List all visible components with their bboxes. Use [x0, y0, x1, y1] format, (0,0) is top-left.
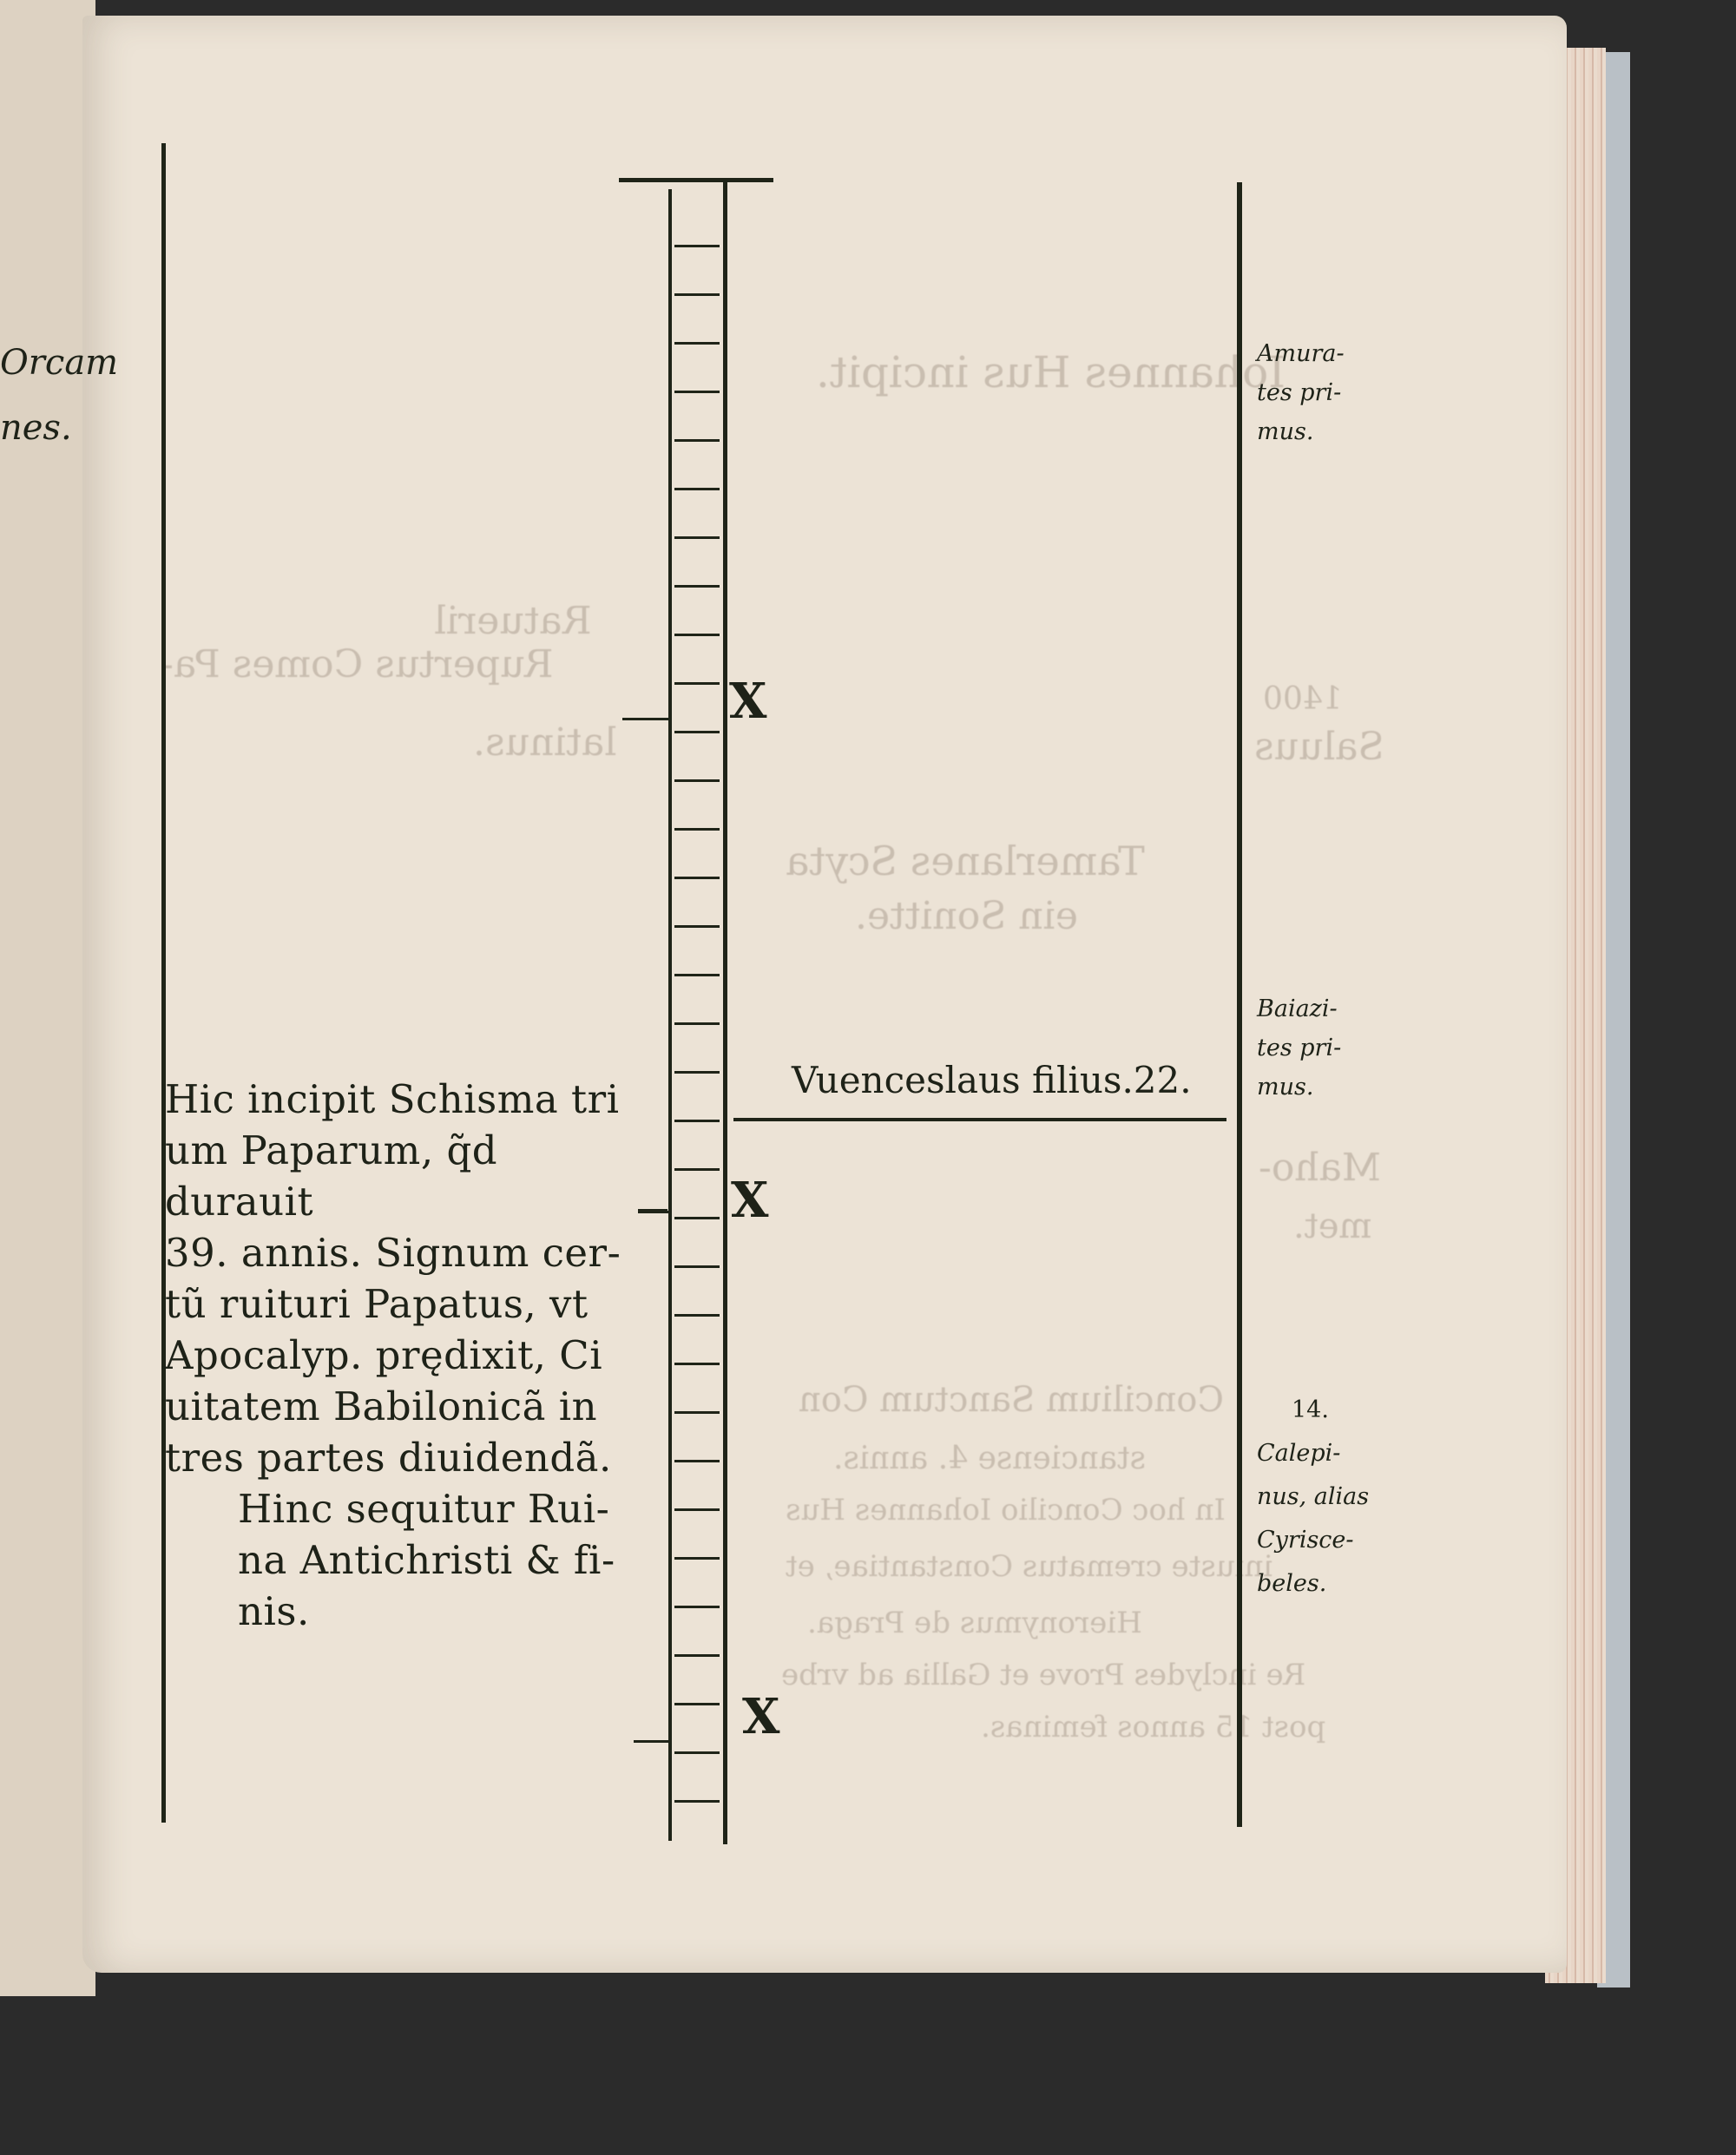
margin-line: Calepi-: [1257, 1440, 1341, 1467]
ladder-rung: [674, 634, 720, 636]
ladder-rung: [674, 682, 720, 685]
ladder-rung: [674, 245, 720, 247]
text-line: Hinc sequitur Rui-: [238, 1486, 610, 1532]
ghost-line: Rupertus Comes Pa-: [161, 642, 554, 687]
ladder-rung: [674, 1557, 720, 1560]
text-line: um Paparum, q̃d durauit: [165, 1127, 498, 1225]
tick-mark: [634, 1740, 668, 1743]
ladder-rung: [674, 391, 720, 393]
left-page-word-1: Orcam: [0, 343, 119, 383]
margin-note-baiazites: Baiazi- tes pri- mus.: [1257, 989, 1341, 1107]
ghost-line: Hieronymus de Praga.: [807, 1606, 1142, 1640]
ladder-rung: [674, 779, 720, 782]
ladder-rung: [674, 731, 720, 733]
ladder-rung: [674, 828, 720, 831]
text-line: tũ ruituri Papatus, vt: [165, 1281, 589, 1327]
ladder-rung: [674, 974, 720, 976]
margin-line: tes pri-: [1257, 1035, 1342, 1061]
text-line: Hic incipit Schisma tri: [165, 1076, 620, 1122]
ladder-rung: [674, 1411, 720, 1414]
connector-dash: [638, 1209, 667, 1212]
text-line: nis.: [238, 1588, 310, 1634]
ghost-line: iniuste crematus Constantiae, et: [786, 1549, 1273, 1584]
ladder-rung: [674, 293, 720, 296]
ladder-rung: [674, 1071, 720, 1074]
ghost-line: met.: [1293, 1206, 1372, 1246]
ghost-line: Tamerlanes Scyta: [786, 838, 1145, 884]
ladder-rung: [674, 1508, 720, 1511]
ghost-line: Ratueril: [434, 599, 592, 643]
ladder-rung: [674, 1217, 720, 1219]
margin-line: Baiazi-: [1257, 995, 1338, 1022]
margin-note-calepinus: 14. Calepi- nus, alias Cyrisce- beles.: [1257, 1389, 1369, 1606]
ladder-rung: [674, 1800, 720, 1803]
ghost-line: stanciense 4. annis.: [833, 1441, 1147, 1476]
ladder-rung: [674, 1265, 720, 1268]
ladder-rung: [674, 439, 720, 442]
ladder-rung: [674, 925, 720, 928]
ladder-rung: [674, 877, 720, 879]
margin-line: tes pri-: [1257, 379, 1342, 406]
ladder-rung: [674, 1363, 720, 1365]
ghost-line: post 15 annos feminas.: [981, 1710, 1326, 1744]
tick-mark: [638, 1211, 671, 1213]
ladder-left-rail: [668, 189, 672, 1841]
text-line: 39. annis. Signum cer-: [165, 1230, 621, 1276]
text-line: uitatem Babilonicã in: [165, 1383, 598, 1429]
ladder-right-rail: [723, 182, 727, 1844]
ladder-rung: [674, 1120, 720, 1122]
ghost-line: Re inclydes Prove et Gallia ad vrbe: [781, 1658, 1306, 1692]
text-line: na Antichristi & fi-: [238, 1537, 615, 1583]
text-line: tres partes diuidendã.: [165, 1435, 612, 1481]
ladder-rung: [674, 1168, 720, 1171]
margin-line: mus.: [1257, 418, 1314, 445]
ladder-rung: [674, 1654, 720, 1657]
ghost-line: Iohannes Hus incipit.: [816, 347, 1286, 397]
left-border-rule: [161, 143, 166, 1823]
ghost-line: Maho-: [1259, 1146, 1381, 1190]
tick-mark: [622, 718, 670, 720]
ladder-rung: [674, 1314, 720, 1317]
margin-line: beles.: [1257, 1570, 1327, 1597]
ladder-rung: [674, 585, 720, 588]
ladder-rung: [674, 1022, 720, 1025]
ladder-rung: [674, 536, 720, 539]
ladder-top-bar: [619, 178, 773, 182]
ghost-line: latinus.: [473, 720, 617, 765]
margin-note-amurates: Amura- tes pri- mus.: [1257, 334, 1345, 451]
ghost-line: ein Sonitte.: [855, 894, 1078, 938]
vuenceslaus-rule: [733, 1118, 1226, 1121]
left-page-word-2: nes.: [0, 408, 72, 448]
right-border-rule: [1237, 182, 1242, 1827]
margin-line: mus.: [1257, 1074, 1314, 1100]
left-page: [0, 0, 95, 1996]
right-page: [82, 16, 1567, 1973]
x-mark: X: [742, 1688, 780, 1745]
schism-text-block: Hic incipit Schisma tri um Paparum, q̃d …: [165, 1074, 634, 1637]
margin-line: Cyrisce-: [1257, 1527, 1354, 1554]
ladder-rung: [674, 342, 720, 345]
ladder-rung: [674, 1751, 720, 1754]
ghost-line: In hoc Concilio Iohannes Hus: [786, 1493, 1226, 1528]
text-line: Apocalyp. prędixit, Ci: [165, 1332, 603, 1378]
x-mark: X: [729, 673, 767, 730]
margin-number: 14.: [1292, 1396, 1329, 1423]
ghost-line: Saluus: [1254, 725, 1384, 769]
ladder-rung: [674, 1606, 720, 1608]
ladder-rung: [674, 1703, 720, 1705]
x-mark: X: [731, 1172, 769, 1229]
ladder-rung: [674, 1460, 720, 1462]
margin-line: nus, alias: [1257, 1483, 1370, 1510]
vuenceslaus-label: Vuenceslaus filius.22.: [792, 1059, 1192, 1101]
margin-line: Amura-: [1257, 340, 1345, 367]
ghost-line: 1400: [1263, 681, 1343, 717]
ladder-rung: [674, 488, 720, 490]
ghost-line: Concilium Sanctum Con: [799, 1380, 1224, 1420]
